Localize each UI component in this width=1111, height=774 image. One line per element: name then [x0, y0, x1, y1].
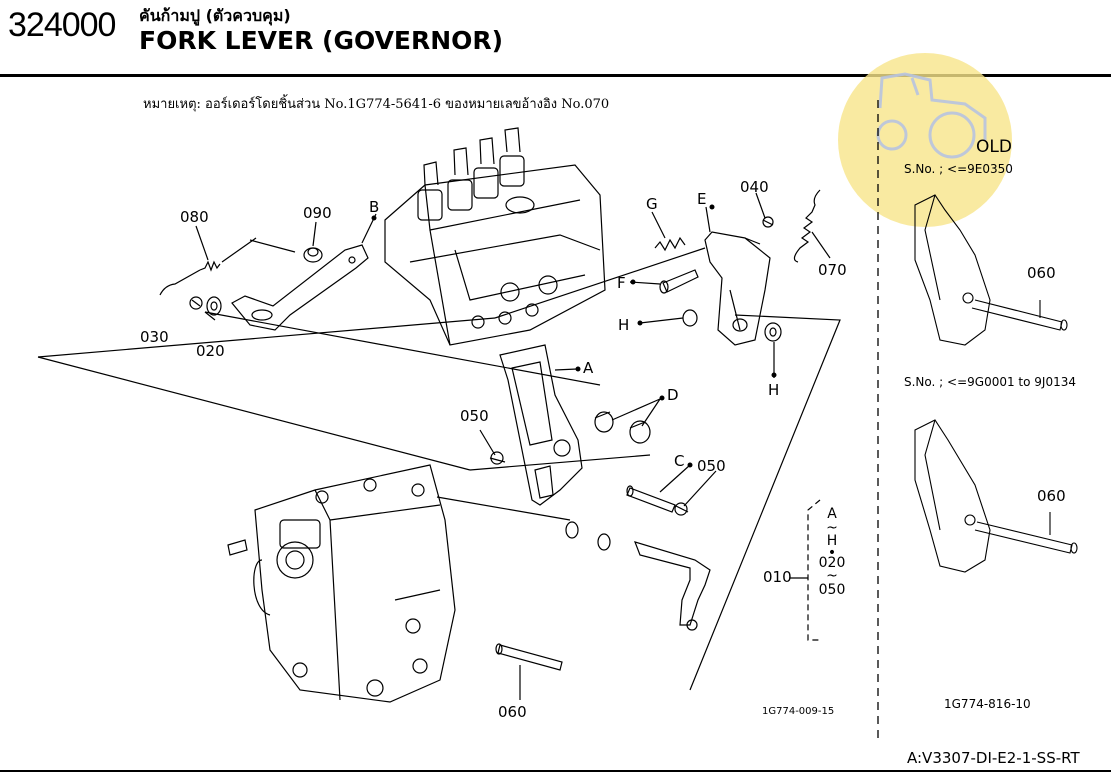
callout-H-right: H: [768, 381, 780, 399]
clip-050-right: [674, 502, 689, 516]
gear-case: [227, 464, 456, 703]
callout-D: D: [667, 386, 679, 404]
lever-B: [231, 244, 369, 331]
callout-060: 060: [498, 703, 527, 721]
pin-F: [659, 269, 699, 294]
callout-090: 090: [303, 204, 332, 222]
old-lever-illustration-2: [914, 419, 1078, 573]
governor-shaft: [565, 521, 711, 631]
callout-040: 040: [740, 178, 769, 196]
washer-030: [189, 296, 203, 310]
old-label: OLD: [976, 137, 1012, 157]
callout-C: C: [674, 452, 685, 470]
washer-020: [206, 296, 222, 316]
spring-G: [654, 236, 686, 252]
spring-080: [159, 237, 257, 296]
callout-F: F: [617, 274, 626, 292]
callout-020: 020: [196, 342, 225, 360]
serial-range-1: S.No. ; <=9E0350: [904, 162, 1013, 176]
side-figure-id: 1G774-816-10: [944, 697, 1031, 711]
order-note: หมายเหตุ: ออร์เดอร์โดยชิ้นส่วน No.1G774-…: [143, 97, 610, 112]
washer-040: [762, 216, 774, 228]
main-figure-id: 1G774-009-15: [762, 706, 835, 717]
callout-H-left: H: [618, 316, 630, 334]
fork-lever-E: [704, 231, 771, 346]
side-callout-060-top: 060: [1027, 264, 1056, 282]
part-group-code: 324000: [8, 6, 116, 44]
serial-range-2: S.No. ; <=9G0001 to 9J0134: [904, 375, 1076, 389]
callout-A: A: [583, 359, 594, 377]
shaft-060: [495, 643, 563, 671]
set-range-label: A ~ H • 020 ~ 050: [818, 506, 846, 598]
header-rule: [0, 74, 1111, 77]
bushing-H-2: [764, 322, 782, 342]
callout-070: 070: [818, 261, 847, 279]
callout-050-right: 050: [697, 457, 726, 475]
callout-050-left: 050: [460, 407, 489, 425]
bushing-H-1: [682, 309, 698, 327]
set-ref-010: 010: [763, 568, 792, 586]
spring-070: [793, 189, 821, 263]
footer-model-code: A:V3307-DI-E2-1-SS-RT: [907, 749, 1080, 767]
pin-C: [626, 485, 676, 513]
callout-E: E: [697, 190, 707, 208]
lever-A: [499, 344, 583, 506]
nut-090: [303, 247, 323, 263]
footer-rule: [0, 770, 1111, 772]
callout-080: 080: [180, 208, 209, 226]
side-callout-060-bottom: 060: [1037, 487, 1066, 505]
title-thai: คันก้ามปู (ตัวควบคุม): [139, 6, 291, 25]
callout-G: G: [646, 195, 658, 213]
bushing-D: [594, 411, 651, 444]
callout-030: 030: [140, 328, 169, 346]
old-lever-illustration-1: [914, 194, 1068, 346]
clip-050-left: [489, 451, 506, 465]
callout-B: B: [369, 198, 380, 216]
title-english: FORK LEVER (GOVERNOR): [139, 26, 504, 55]
injection-pump: [384, 127, 606, 346]
